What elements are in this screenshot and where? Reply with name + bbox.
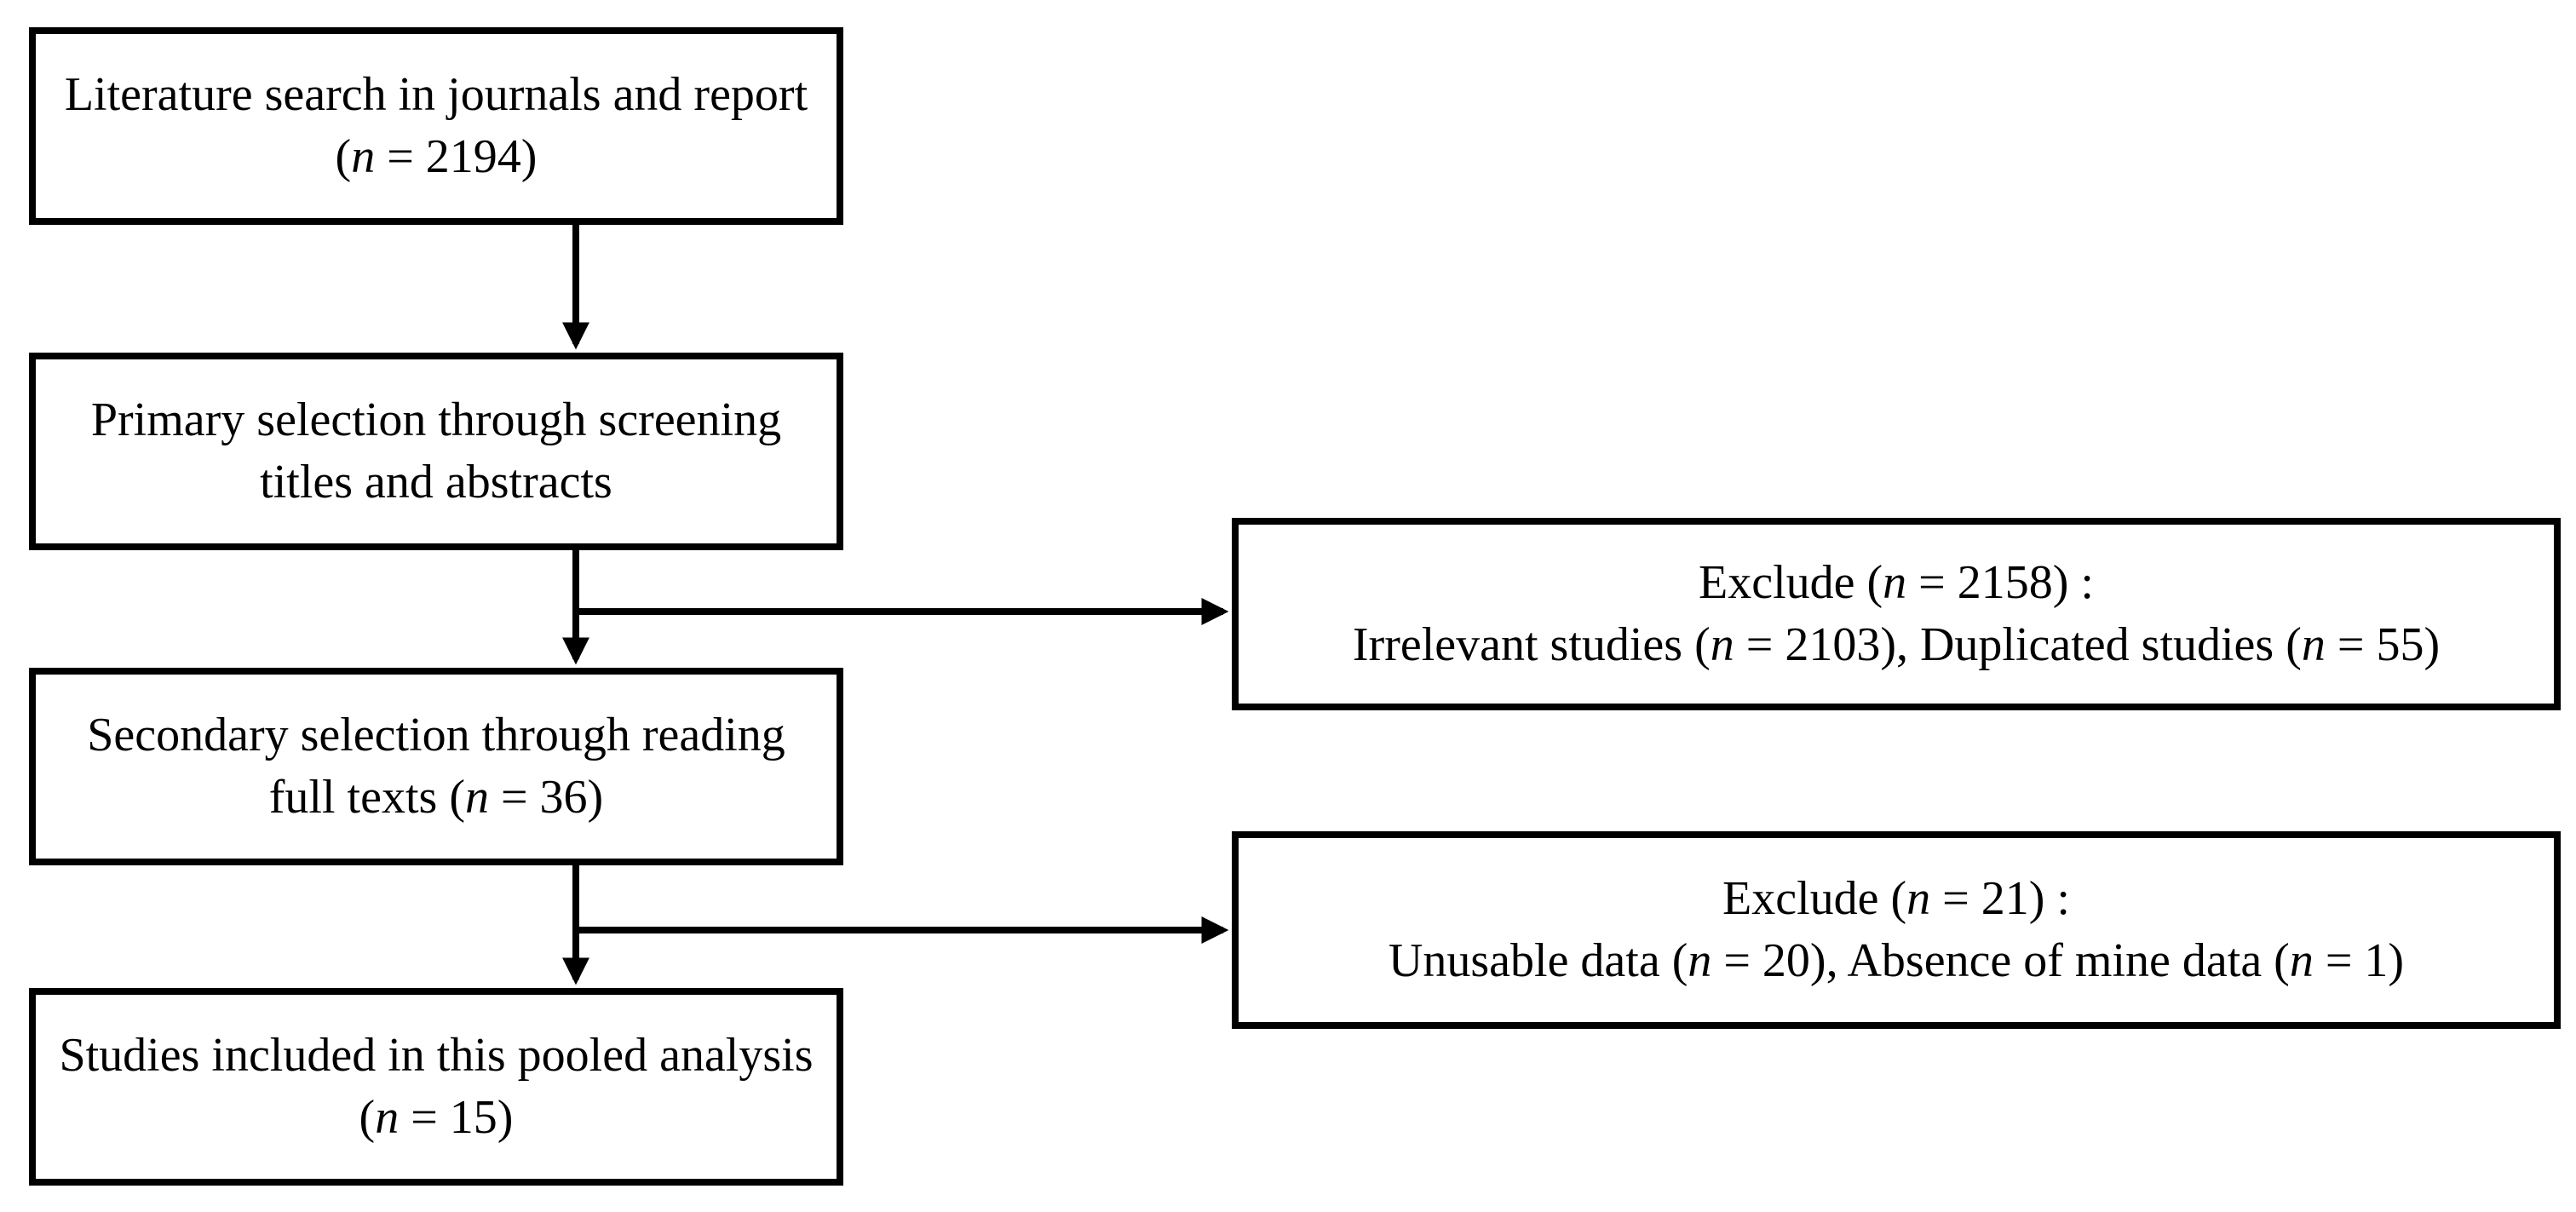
secondary-selection-label-1: Secondary selection through reading (87, 709, 785, 762)
exclude-second-box: Exclude (n = 21) : Unusable data (n = 20… (1232, 831, 2561, 1029)
primary-selection-label-2: titles and abstracts (260, 456, 612, 508)
studies-included-box: Studies included in this pooled analysis… (29, 988, 843, 1186)
exclude-second-reasons: Unusable data (n = 20), Absence of mine … (1388, 934, 2405, 987)
secondary-selection-box: Secondary selection through reading full… (29, 668, 843, 865)
primary-selection-label-1: Primary selection through screening (90, 393, 782, 447)
secondary-selection-label-2: full texts (n = 36) (268, 771, 604, 824)
literature-search-count: (n = 2194) (335, 130, 538, 183)
exclude-first-total: Exclude (n = 2158) : (1699, 556, 2094, 610)
exclude-second-total: Exclude (n = 21) : (1722, 872, 2070, 926)
exclude-first-box: Exclude (n = 2158) : Irrelevant studies … (1232, 518, 2561, 710)
studies-included-label: Studies included in this pooled analysis (59, 1029, 814, 1083)
exclude-first-reasons: Irrelevant studies (n = 2103), Duplicate… (1352, 618, 2441, 671)
literature-search-label: Literature search in journals and report (64, 68, 808, 122)
literature-search-box: Literature search in journals and report… (29, 27, 843, 225)
studies-included-count: (n = 15) (359, 1091, 514, 1144)
primary-selection-box: Primary selection through screening titl… (29, 353, 843, 550)
